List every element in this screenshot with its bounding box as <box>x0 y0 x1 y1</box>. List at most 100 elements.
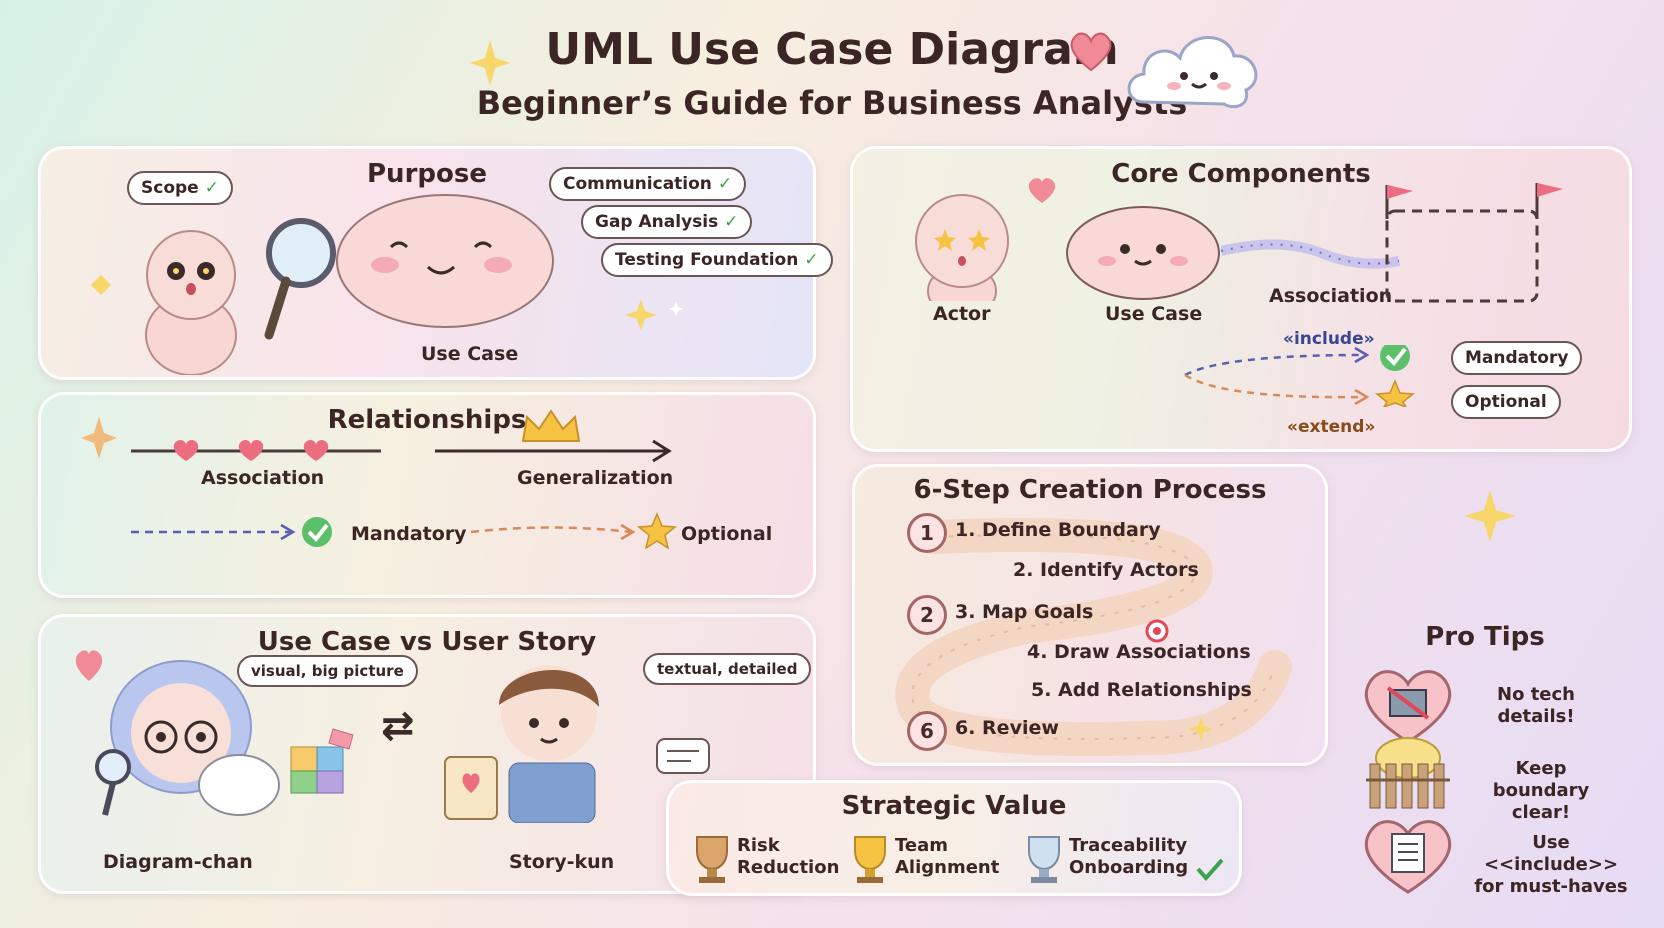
story-kun-illustration <box>444 665 599 823</box>
strategic-value-panel: Strategic Value Risk Reduction Team Alig… <box>666 780 1242 896</box>
relationships-title: Relationships <box>327 405 527 435</box>
core-optional-bubble: Optional <box>1451 385 1561 419</box>
mandatory-label: Mandatory <box>351 523 467 545</box>
strategic-item-2: Team Alignment <box>895 835 999 879</box>
fence-icon <box>1366 737 1450 809</box>
optional-label: Optional <box>681 523 773 545</box>
tip-1: No tech details! <box>1466 684 1606 728</box>
tip-3: Use <<include>> for must-haves <box>1466 832 1636 898</box>
purpose-use-case-label: Use Case <box>421 343 519 365</box>
creation-process-title: 6-Step Creation Process <box>913 475 1267 505</box>
tip-2-line1: Keep boundary <box>1492 758 1590 801</box>
purpose-panel: Purpose Scope ✓ Communication ✓ Gap Anal… <box>38 146 833 380</box>
scope-label: Scope <box>141 178 199 198</box>
step-badge-1: 1 <box>907 513 947 553</box>
strategic-item-2-line2: Alignment <box>895 857 1000 878</box>
actor-with-magnifier-illustration <box>91 218 336 375</box>
trophy-icon <box>1028 836 1060 883</box>
extend-label: «extend» <box>1287 417 1376 437</box>
heart-icon <box>1070 32 1112 72</box>
strategic-value-title: Strategic Value <box>841 791 1067 821</box>
target-icon <box>1145 619 1169 643</box>
strategic-item-3-line2: Onboarding <box>1069 857 1189 878</box>
strategic-item-1: Risk Reduction <box>737 835 839 879</box>
include-label: «include» <box>1283 329 1375 349</box>
tip-1-line1: No tech <box>1497 684 1575 705</box>
gap-analysis-bubble: Gap Analysis ✓ <box>581 205 753 239</box>
actor-illustration <box>915 194 1009 301</box>
check-icon <box>1196 858 1224 882</box>
chat-message-icon <box>656 738 710 774</box>
use-case-ellipse-illustration <box>336 194 554 328</box>
step-3-label: 3. Map Goals <box>955 601 1094 623</box>
tip-2: Keep boundary clear! <box>1466 758 1616 824</box>
core-association-label: Association <box>1269 285 1393 307</box>
diagram-chan-label: Diagram-chan <box>103 851 253 873</box>
step-4-label: 4. Draw Associations <box>1027 641 1251 663</box>
heart-icon <box>1028 178 1056 203</box>
check-icon: ✓ <box>204 178 219 198</box>
crown-icon <box>521 409 581 442</box>
core-use-case-label: Use Case <box>1105 303 1203 325</box>
check-icon: ✓ <box>724 212 739 232</box>
page-title: UML Use Case Diagram <box>545 24 1119 75</box>
association-line-with-hearts <box>131 439 381 461</box>
uc-vs-story-title: Use Case vs User Story <box>257 627 597 657</box>
sparkle-icon <box>625 299 684 331</box>
actor-label: Actor <box>933 303 991 325</box>
pro-tips-title: Pro Tips <box>1425 622 1545 652</box>
step-badge-6: 6 <box>907 711 947 751</box>
core-mandatory-bubble: Mandatory <box>1451 341 1583 375</box>
cloud-mascot-icon <box>1127 36 1258 109</box>
tip-2-line2: clear! <box>1511 802 1571 823</box>
tip-1-line2: details! <box>1497 706 1575 727</box>
sparkle-icon <box>1189 717 1213 741</box>
swap-arrows-icon: ⇄ <box>381 703 415 749</box>
step-2-label: 2. Identify Actors <box>1013 559 1199 581</box>
textual-bubble: textual, detailed <box>643 653 812 685</box>
system-boundary-box <box>1385 183 1563 303</box>
communication-bubble: Communication ✓ <box>549 167 747 201</box>
page-subtitle: Beginner’s Guide for Business Analysts <box>476 84 1188 122</box>
puzzle-icon <box>290 728 354 794</box>
sparkle-icon <box>81 417 117 459</box>
check-icon: ✓ <box>804 250 819 270</box>
strategic-item-1-line1: Risk <box>737 835 780 856</box>
step-6-label: 6. Review <box>955 717 1059 739</box>
strategic-item-2-line1: Team <box>895 835 948 856</box>
strategic-item-1-line2: Reduction <box>737 857 840 878</box>
core-components-panel: Core Components Actor Use Case Associati… <box>850 146 1632 452</box>
gap-analysis-label: Gap Analysis <box>595 212 719 232</box>
association-label: Association <box>201 467 325 489</box>
trophy-icon <box>696 836 728 883</box>
creation-process-panel: 6-Step Creation Process 1 1. Define Boun… <box>852 464 1328 766</box>
include-dashed-arrow <box>131 517 332 547</box>
check-icon: ✓ <box>717 174 733 194</box>
step-badge-2: 2 <box>907 595 947 635</box>
trophy-icon <box>854 836 886 883</box>
use-case-ellipse-icon <box>1066 206 1220 300</box>
tip-3-line1: Use <<include>> <box>1483 832 1619 875</box>
step-5-label: 5. Add Relationships <box>1031 679 1252 701</box>
testing-label: Testing Foundation <box>615 250 799 270</box>
sparkle-icon <box>1464 490 1516 542</box>
relationships-panel: Relationships Association Generalization… <box>38 392 816 598</box>
strategic-item-3: Traceability Onboarding <box>1069 835 1188 879</box>
extend-dashed-arrow <box>471 512 677 549</box>
generalization-label: Generalization <box>517 467 674 489</box>
visual-bubble: visual, big picture <box>237 655 418 687</box>
purpose-title: Purpose <box>367 159 487 189</box>
core-components-title: Core Components <box>1111 159 1371 189</box>
tip-3-line2: for must-haves <box>1474 876 1628 897</box>
sparkle-icon <box>470 40 510 86</box>
include-extend-arrows <box>1184 345 1415 407</box>
strategic-item-3-line1: Traceability <box>1069 835 1188 856</box>
story-kun-label: Story-kun <box>509 851 615 873</box>
testing-bubble: Testing Foundation ✓ <box>601 243 833 277</box>
diagram-chan-illustration <box>95 660 280 816</box>
no-tech-heart-icon <box>1364 670 1452 744</box>
generalization-arrow <box>435 439 672 463</box>
winding-path-illustration <box>895 518 1292 756</box>
checklist-heart-icon <box>1364 820 1452 894</box>
step-1-label: 1. Define Boundary <box>955 519 1161 541</box>
